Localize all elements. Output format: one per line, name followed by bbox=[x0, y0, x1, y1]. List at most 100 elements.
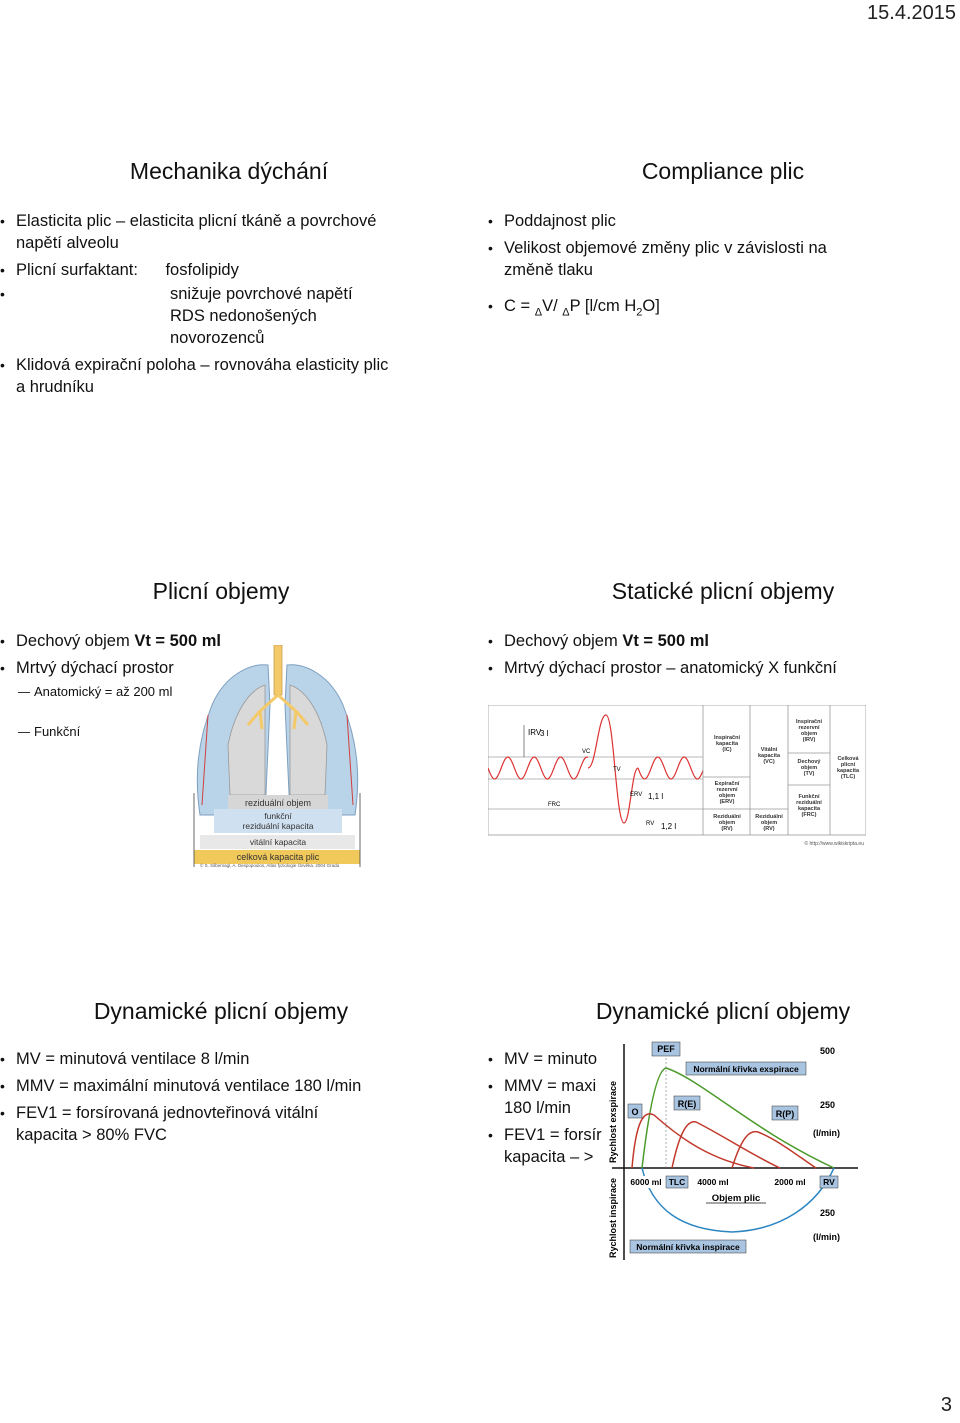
bullet-text: 180 l/min bbox=[504, 1099, 571, 1117]
table-label: Expirační bbox=[715, 781, 740, 787]
table-label: Inspirační bbox=[796, 719, 822, 725]
figure-credit: © http://www.wikiskripta.eu bbox=[804, 840, 864, 847]
label-500: 500 bbox=[820, 1046, 835, 1056]
bar-label: reziduální kapacita bbox=[243, 821, 314, 831]
slide-title: Statické plicní objemy bbox=[611, 578, 835, 604]
bar-label: funkční bbox=[264, 811, 292, 821]
sub-item: Anatomický = až 200 ml bbox=[0, 682, 470, 702]
slide-title: Mechanika dýchání bbox=[129, 158, 329, 184]
figure-credit: © S. Silbernagl, A. Despopoulos, Atlas f… bbox=[200, 863, 340, 868]
bullet-bold: Vt = 500 ml bbox=[622, 632, 709, 650]
page-number: 3 bbox=[940, 1394, 952, 1416]
table-label: kapacita bbox=[798, 806, 821, 812]
slide-title: Dynamické plicní objemy bbox=[93, 998, 349, 1024]
table-label: (FRC) bbox=[802, 812, 817, 818]
label-rv: RV bbox=[823, 1177, 835, 1187]
bullet-item: MV = minuto bbox=[488, 1048, 628, 1070]
formula-delta: Δ bbox=[534, 306, 543, 319]
label-irv: IRV bbox=[528, 728, 542, 737]
bar-label: vitální kapacita bbox=[250, 837, 306, 847]
table-label: rezervní bbox=[798, 725, 820, 731]
table-label: Vitální bbox=[761, 747, 778, 753]
table-label: (TLC) bbox=[841, 774, 856, 780]
label-6000ml: 6000 ml bbox=[630, 1177, 661, 1187]
bullet-bold: Vt = 500 ml bbox=[134, 632, 221, 650]
table-label: kapacita bbox=[837, 768, 860, 774]
lung-volumes-figure: reziduální objem funkční reziduální kapa… bbox=[193, 645, 361, 867]
bullet-item: MV = minutová ventilace 8 l/min bbox=[0, 1048, 400, 1070]
label-vc: VC bbox=[582, 749, 591, 755]
vc-excursion bbox=[587, 714, 639, 824]
bullet-text: Dechový objem bbox=[16, 632, 135, 650]
table-label: Reziduální bbox=[713, 814, 741, 820]
bar-label: celková kapacita plic bbox=[237, 852, 320, 862]
bullet-item: Mrtvý dýchací prostor bbox=[0, 657, 240, 679]
obstructive-curve bbox=[631, 1113, 755, 1169]
formula-delta: Δ bbox=[562, 306, 570, 319]
bar-label: reziduální objem bbox=[245, 798, 311, 808]
label-o: O bbox=[631, 1107, 638, 1117]
table-label: Funkční bbox=[798, 794, 820, 800]
restrictive-curve-e bbox=[671, 1121, 781, 1169]
label-pef: PEF bbox=[657, 1044, 675, 1054]
static-volumes-figure: IRV 3 l VC TV ERV FRC RV 1,1 l 1,2 l Ins… bbox=[488, 705, 866, 847]
surfactant-line: novorozenců bbox=[170, 329, 265, 347]
bullet-list: Poddajnost plic Velikost objemové změny … bbox=[488, 210, 848, 328]
table-label: objem bbox=[801, 765, 817, 771]
table-label: (IRV) bbox=[803, 737, 816, 743]
label-3l: 3 l bbox=[540, 729, 549, 738]
bullet-item: Dechový objem Vt = 500 ml bbox=[488, 630, 958, 652]
slide-plicni-objemy: Plicní objemy Dechový objem Vt = 500 ml … bbox=[0, 570, 470, 890]
bullet-item: Plicní surfaktant: fosfolipidy bbox=[0, 259, 390, 281]
bullet-item: FEV1 = forsírovaná jednovteřinová vitáln… bbox=[0, 1102, 346, 1146]
formula-part: V/ bbox=[542, 297, 563, 315]
formula-part: O] bbox=[642, 297, 660, 315]
bullet-item: Dechový objem Vt = 500 ml bbox=[0, 630, 240, 652]
label-expiration-axis: Rychlost exspirace bbox=[608, 1081, 618, 1163]
slide-dynamicke-objemy-2: Dynamické plicní objemy MV = minuto MMV … bbox=[488, 990, 958, 1290]
table-label: Celková bbox=[837, 756, 859, 762]
formula-part: P [l/cm H bbox=[569, 297, 637, 315]
slide-title: Plicní objemy bbox=[152, 578, 290, 604]
table-label: Dechový bbox=[798, 759, 822, 765]
table-label: (IC) bbox=[722, 747, 731, 753]
label-normal-expiration: Normální křivka exspirace bbox=[693, 1064, 799, 1074]
left-lung-inner bbox=[227, 684, 266, 796]
table-label: (RV) bbox=[721, 826, 732, 832]
label-4000ml: 4000 ml bbox=[697, 1177, 728, 1187]
label-normal-inspiration: Normální křivka inspirace bbox=[636, 1242, 740, 1252]
slide-compliance: Compliance plic Poddajnost plic Velikost… bbox=[488, 150, 958, 450]
surfactant-line: RDS nedonošených bbox=[170, 307, 317, 325]
bullet-continuation: snižuje povrchové napětí RDS nedonošenýc… bbox=[0, 283, 390, 349]
label-unit-expiration: (l/min) bbox=[813, 1128, 840, 1138]
bullet-item: Poddajnost plic bbox=[488, 210, 848, 232]
label-250-insp: 250 bbox=[820, 1208, 835, 1218]
table-label: objem bbox=[761, 820, 777, 826]
label-rp: R(P) bbox=[776, 1109, 795, 1119]
bullet-list: Dechový objem Vt = 500 ml Mrtvý dýchací … bbox=[488, 630, 958, 684]
label-tlc: TLC bbox=[669, 1177, 686, 1187]
label-unit-inspiration: (l/min) bbox=[813, 1232, 840, 1242]
label-2000ml: 2000 ml bbox=[774, 1177, 805, 1187]
bullet-item: Velikost objemové změny plic v závislost… bbox=[488, 237, 848, 281]
bullet-list: Dechový objem Vt = 500 ml Mrtvý dýchací … bbox=[0, 630, 240, 679]
bullet-item: Elasticita plic – elasticita plicní tkán… bbox=[0, 210, 390, 254]
bullet-item: MMV = maximální minutová ventilace 180 l… bbox=[0, 1075, 400, 1097]
label-1-1l: 1,1 l bbox=[648, 792, 663, 801]
table-label: objem bbox=[719, 820, 735, 826]
formula-part: C = bbox=[504, 297, 535, 315]
label-250: 250 bbox=[820, 1100, 835, 1110]
table-label: kapacita bbox=[716, 741, 739, 747]
table-label: plicní bbox=[841, 762, 856, 768]
formula-subscript: 2 bbox=[636, 306, 643, 319]
restrictive-curve-p bbox=[731, 1130, 817, 1169]
bullet-text: FEV1 = forsír bbox=[504, 1126, 602, 1144]
label-lung-volume: Objem plic bbox=[712, 1193, 761, 1204]
table-label: (RV) bbox=[763, 826, 774, 832]
table-label: (ERV) bbox=[720, 799, 735, 805]
formula: C = ΔV/ ΔP [l/cm H2O] bbox=[488, 295, 848, 323]
normal-inspiration-curve bbox=[641, 1167, 835, 1233]
bullet-item: Mrtvý dýchací prostor – anatomický X fun… bbox=[488, 657, 958, 679]
table-label: objem bbox=[719, 793, 735, 799]
